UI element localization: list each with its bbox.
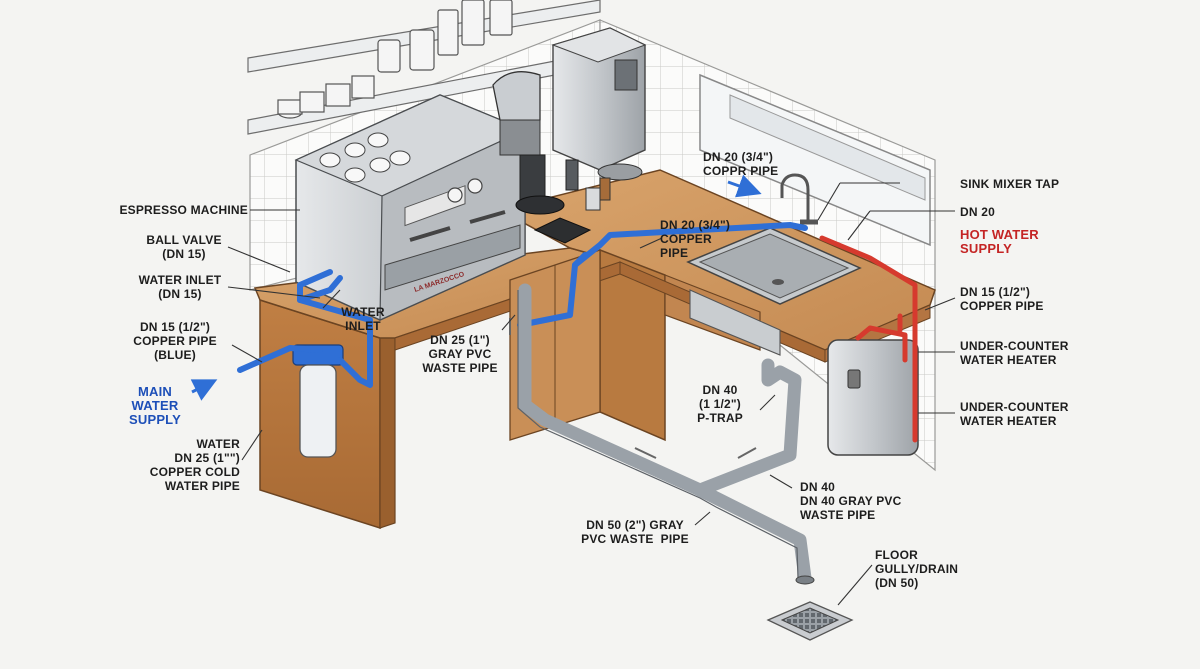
main-supply-arrow: [190, 379, 218, 401]
sink-icon: [686, 227, 862, 356]
cup-icon: [277, 0, 513, 119]
label-ball-valve: BALL VALVE (DN 15): [146, 233, 222, 261]
label-dn20-coppr-top: DN 20 (3/4") COPPR PIPE: [703, 150, 779, 178]
label-water-inlet-mid: WATER INLET: [341, 305, 385, 333]
waste-pipe-outline: [517, 290, 799, 579]
water-filter-icon: [292, 344, 344, 458]
waste-pipes: [518, 283, 812, 585]
label-dn20-right: DN 20: [960, 205, 996, 219]
water-heater-icon: [827, 339, 919, 456]
label-p-trap: DN 40 (1 1/2") P-TRAP: [697, 383, 743, 425]
label-dn25-cold-water: WATER DN 25 (1"") COPPER COLD WATER PIPE: [149, 437, 240, 493]
mixer-tap-icon: [780, 173, 818, 225]
label-dn40-gray-pvc: DN 40 DN 40 GRAY PVC WASTE PIPE: [800, 480, 902, 522]
label-dn25-gray-pvc: DN 25 (1") GRAY PVC WASTE PIPE: [422, 333, 498, 375]
label-heater-1: UNDER-COUNTER WATER HEATER: [960, 339, 1069, 367]
espresso-machine-icon: [294, 94, 527, 321]
counter-accessories: [533, 159, 611, 244]
cold-water-pipes: [237, 222, 808, 388]
drain-outlet: [795, 575, 815, 585]
label-dn50-gray-pvc: DN 50 (2") GRAY PVC WASTE PIPE: [581, 518, 689, 546]
dn20-flow-arrow: [727, 174, 762, 198]
under-counter-cabinet: [509, 249, 601, 441]
label-hot-water-supply: HOT WATER SUPPLY: [960, 227, 1039, 256]
label-dn20-copper-mid: DN 20 (3/4") COPPER PIPE: [660, 218, 731, 260]
label-sink-mixer-tap: SINK MIXER TAP: [960, 177, 1060, 191]
label-dn15-copper-blue: DN 15 (1/2") COPPER PIPE (BLUE): [133, 320, 217, 362]
label-espresso-machine: ESPRESSO MACHINE: [119, 203, 248, 217]
label-floor-gully: FLOOR GULLY/DRAIN (DN 50): [875, 548, 959, 590]
leader-lines: [227, 182, 956, 606]
label-dn15-copper-right: DN 15 (1/2") COPPER PIPE: [960, 285, 1044, 313]
grinder-icon: [492, 71, 565, 215]
label-heater-2: UNDER-COUNTER WATER HEATER: [960, 400, 1069, 428]
label-main-water-supply: MAIN WATER SUPPLY: [128, 384, 182, 427]
hot-water-pipes: [819, 235, 918, 443]
floor-drain-icon: [766, 601, 854, 641]
label-water-inlet-left: WATER INLET (DN 15): [138, 273, 222, 301]
water-boiler-icon: [551, 27, 647, 181]
